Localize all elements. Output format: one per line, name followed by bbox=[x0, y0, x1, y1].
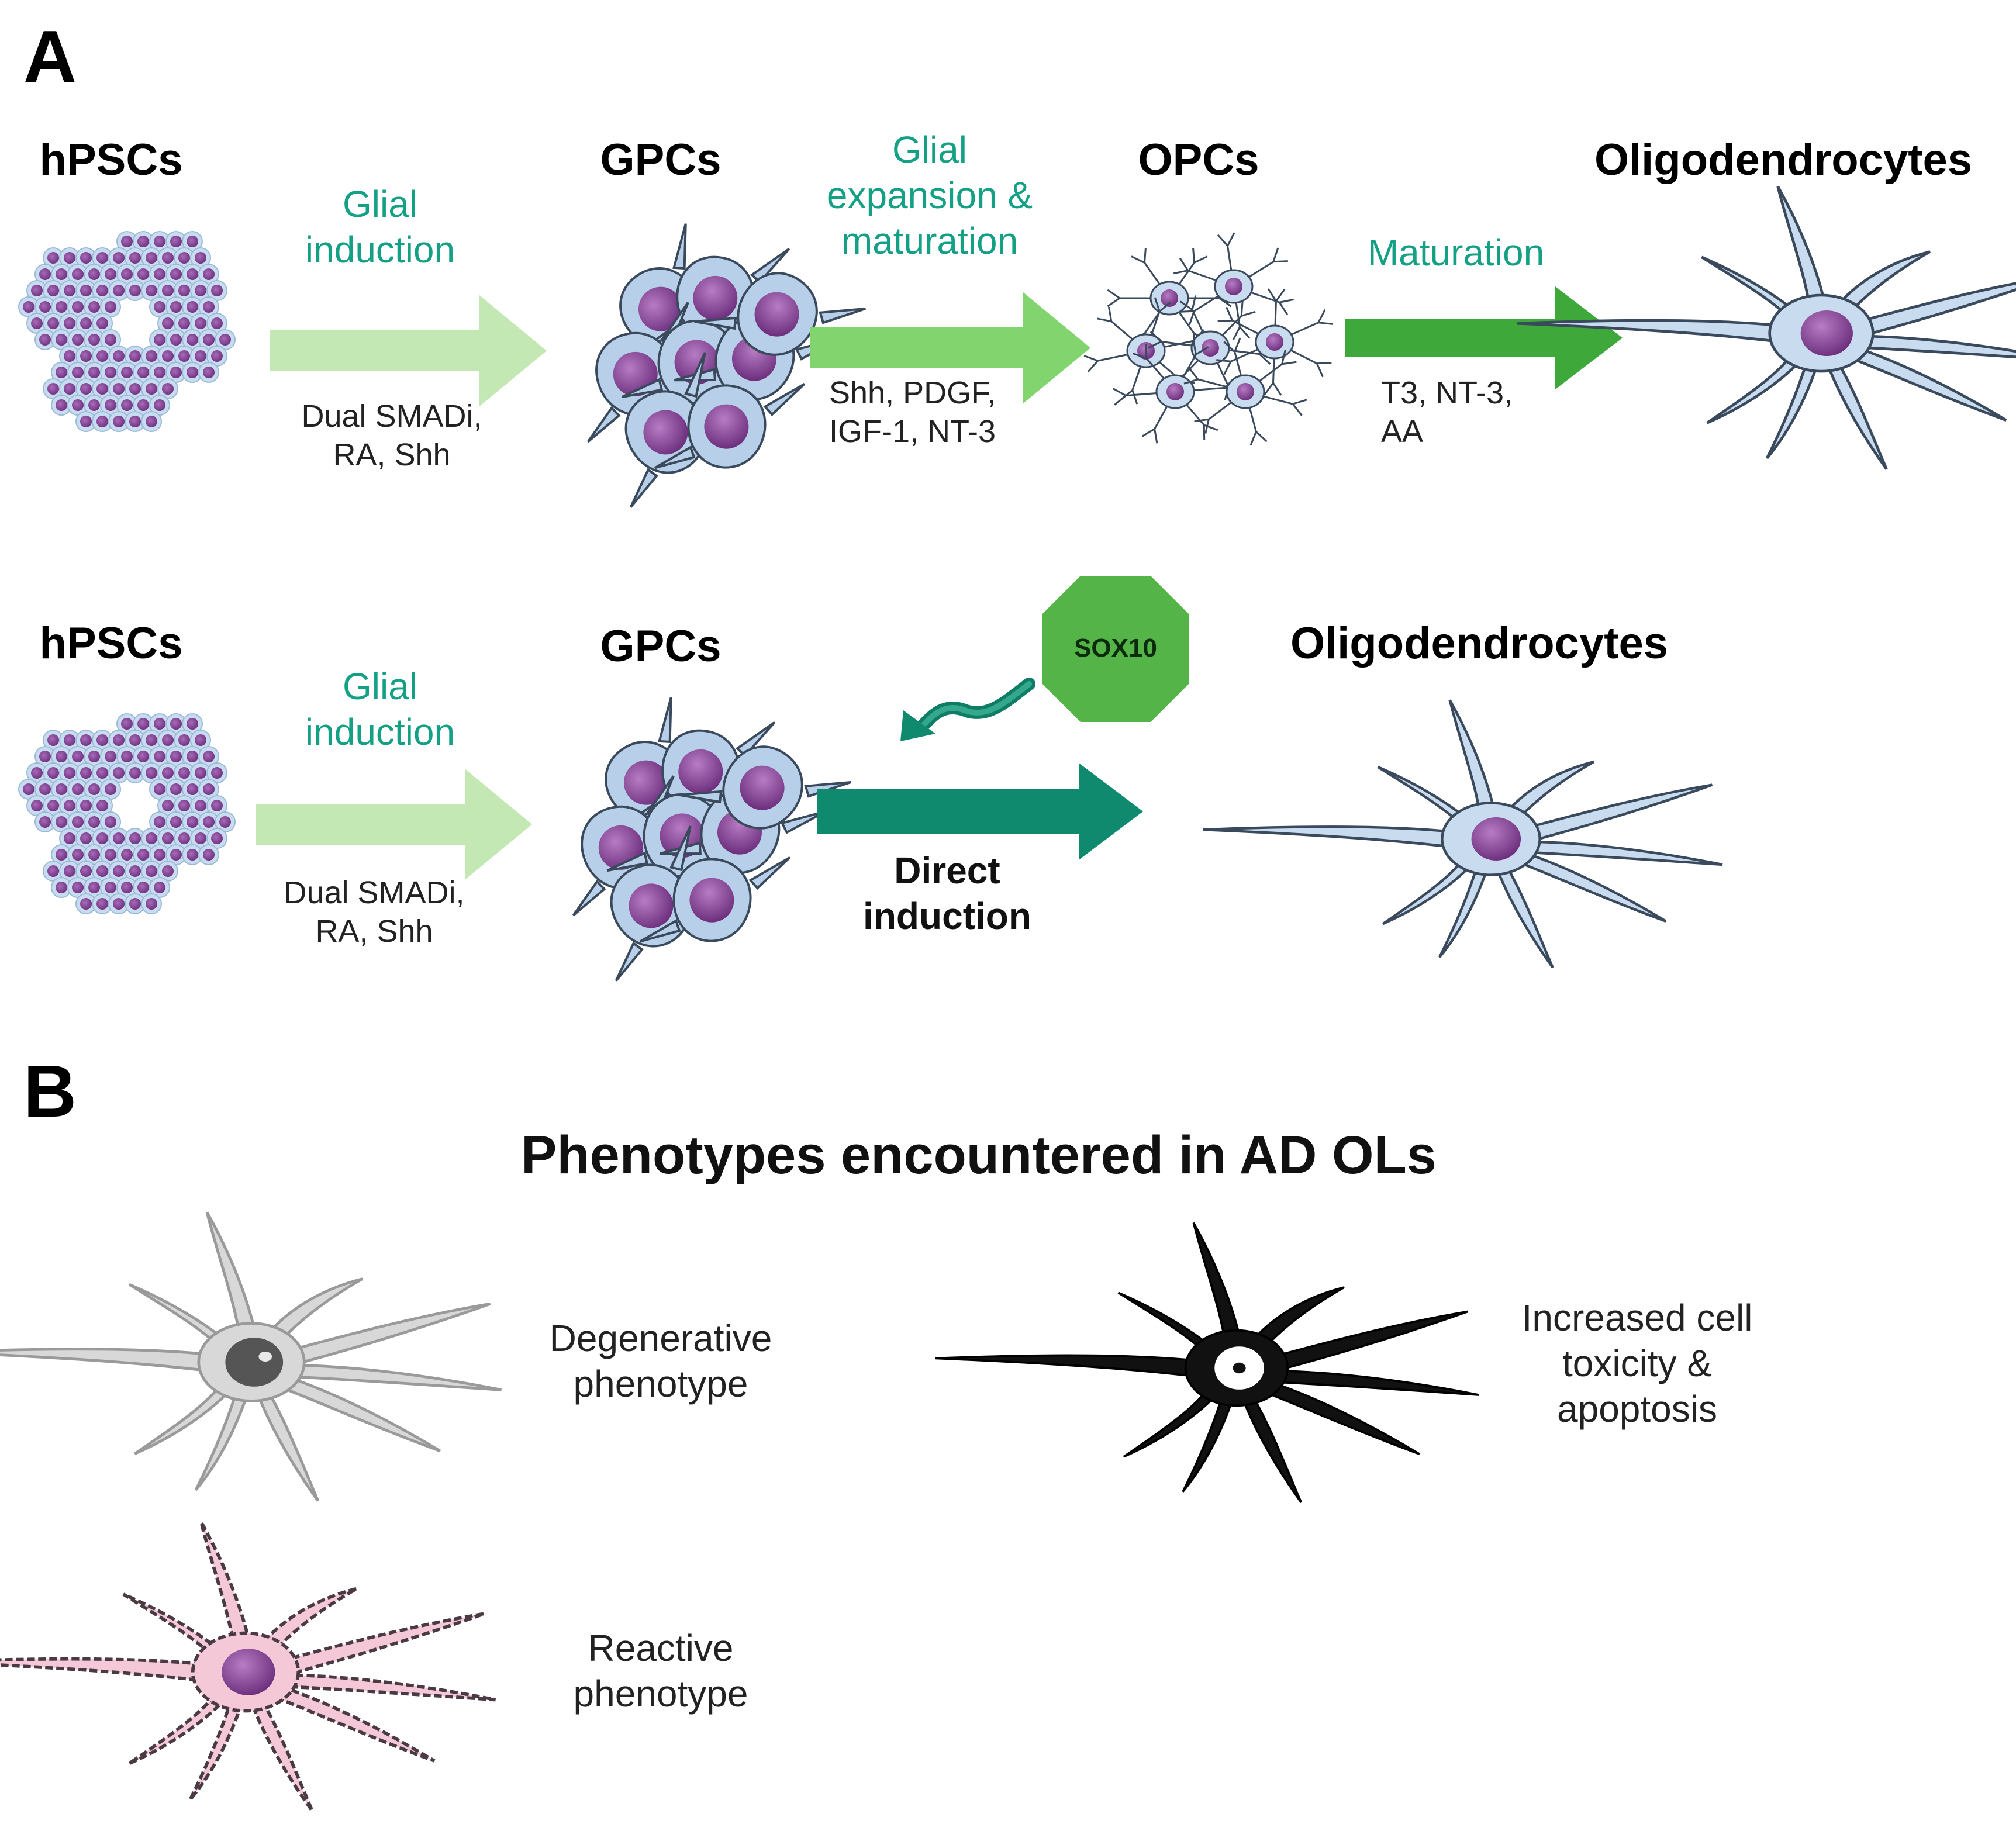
oligodendrocyte-icon bbox=[1517, 186, 2016, 469]
step-glial-expansion: Glial expansion & maturation bbox=[826, 129, 1033, 262]
sox10-label: SOX10 bbox=[1074, 634, 1157, 662]
gpc-cluster-icon bbox=[586, 223, 866, 508]
stage-gpcs-row2: GPCs bbox=[600, 621, 722, 671]
factors-glial-expansion: Shh, PDGF, IGF-1, NT-3 bbox=[829, 375, 996, 449]
hpsc-cluster-icon bbox=[18, 713, 236, 914]
factors-glial-induction-row2: Dual SMADi, RA, Shh bbox=[284, 875, 465, 949]
panel-a-label: A bbox=[23, 15, 77, 98]
stage-opcs: OPCs bbox=[1138, 135, 1259, 185]
reactive-cell-icon bbox=[0, 1522, 495, 1811]
stage-gpcs: GPCs bbox=[600, 135, 722, 185]
step-glial-induction: Glial induction bbox=[305, 183, 455, 271]
stage-hpscs: hPSCs bbox=[39, 135, 183, 185]
oligodendrocyte-icon bbox=[1203, 700, 1722, 968]
hpsc-cluster-icon bbox=[18, 231, 236, 432]
stage-oligodendrocytes-row2: Oligodendrocytes bbox=[1290, 619, 1669, 668]
arrow-glial-induction bbox=[256, 769, 532, 880]
arrow-maturation bbox=[1345, 286, 1623, 389]
stage-oligodendrocytes: Oligodendrocytes bbox=[1594, 135, 1973, 185]
arrow-direct-induction bbox=[817, 763, 1143, 860]
phenotype-apoptosis-label: Increased cell toxicity & apoptosis bbox=[1521, 1297, 1753, 1431]
sox10-octagon-icon bbox=[1042, 576, 1189, 722]
factors-glial-induction: Dual SMADi, RA, Shh bbox=[301, 399, 482, 472]
arrow-glial-induction bbox=[270, 295, 547, 406]
panel-b-title: Phenotypes encountered in AD OLs bbox=[521, 1125, 1437, 1185]
apoptotic-cell-icon bbox=[934, 1221, 1480, 1504]
step-maturation: Maturation bbox=[1367, 232, 1545, 274]
factors-maturation: T3, NT-3, AA bbox=[1381, 375, 1513, 449]
phenotype-reactive-label: Reactive phenotype bbox=[573, 1627, 748, 1715]
gpc-cluster-icon bbox=[572, 697, 851, 982]
phenotype-degenerative-label: Degenerative phenotype bbox=[549, 1317, 772, 1405]
opc-cluster-icon bbox=[1083, 232, 1333, 446]
panel-b-label: B bbox=[23, 1050, 77, 1132]
sox10-curved-arrow-icon bbox=[900, 678, 1035, 741]
stage-hpscs-row2: hPSCs bbox=[39, 619, 183, 668]
direct-induction-label: Direct induction bbox=[863, 849, 1031, 938]
step-glial-induction-row2: Glial induction bbox=[305, 665, 455, 754]
arrow-glial-expansion bbox=[810, 292, 1090, 403]
degenerative-cell-icon bbox=[0, 1212, 501, 1501]
